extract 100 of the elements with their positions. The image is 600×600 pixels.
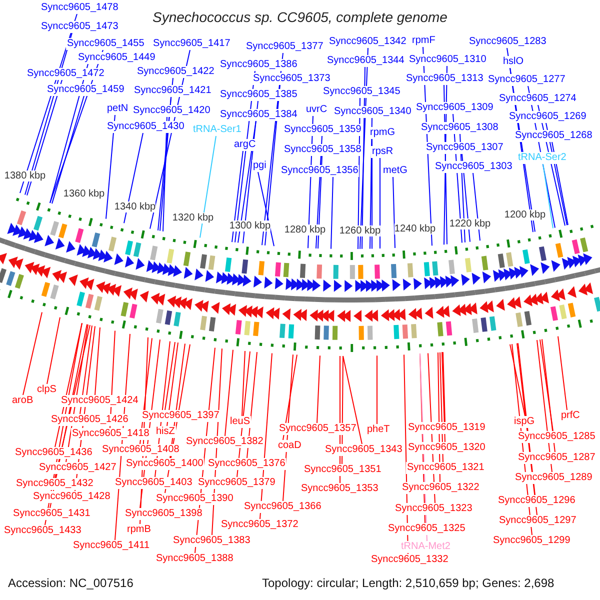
gene-label: clpS — [36, 384, 58, 396]
gene-label: leuS — [229, 416, 252, 428]
gene-label: coaD — [277, 440, 302, 452]
gene-label: tRNA-Ser1 — [192, 124, 242, 136]
gene-label: Syncc9605_1353 — [300, 483, 380, 495]
gene-label: Syncc9605_1455 — [66, 38, 146, 50]
gene-label: Syncc9605_1320 — [407, 442, 486, 454]
gene-label: Syncc9605_1428 — [32, 491, 112, 503]
leader-line — [238, 120, 256, 244]
gene-label: Syncc9605_1283 — [468, 36, 548, 48]
leader-line — [558, 336, 568, 410]
title: Synechococcus sp. CC9605, complete genome — [152, 9, 448, 25]
gene-label: Syncc9605_1323 — [394, 503, 474, 515]
gene-label: hslO — [502, 56, 525, 68]
gene-label: Syncc9605_1433 — [3, 525, 82, 537]
leader-line — [232, 150, 244, 243]
gene-label: Syncc9605_1303 — [434, 161, 514, 173]
gene-label: rpmF — [411, 35, 436, 47]
gene-label: Syncc9605_1343 — [324, 444, 404, 456]
scale-label: 1300 kbp — [229, 220, 271, 232]
gene-label: Syncc9605_1274 — [498, 93, 578, 105]
gene-label: rpsR — [371, 146, 394, 158]
gene-label: Syncc9605_1359 — [283, 124, 362, 136]
gene-label: Syncc9605_1430 — [106, 121, 186, 133]
leader-line — [166, 342, 178, 426]
gene-label: petN — [106, 103, 130, 115]
scale-label: 1260 kbp — [339, 225, 381, 236]
gene-label: Syncc9605_1411 — [72, 540, 151, 552]
gene-label: Syncc9605_1269 — [508, 111, 588, 123]
leader-line — [542, 164, 554, 229]
gene-label: Syncc9605_1418 — [71, 428, 150, 440]
leader-line — [540, 339, 554, 432]
leader-line — [124, 132, 144, 224]
leader-line — [80, 325, 92, 414]
gene-label: Syncc9605_1285 — [517, 431, 596, 443]
scale-label: 1340 kbp — [114, 202, 156, 213]
gene-label: Syncc9605_1431 — [12, 508, 92, 520]
leader-line — [224, 349, 234, 436]
scale-label: 1200 kbp — [504, 210, 546, 221]
leader-line — [22, 312, 42, 396]
leader-line — [442, 352, 446, 442]
leader-line — [246, 352, 258, 458]
gene-label: Syncc9605_1403 — [114, 477, 194, 489]
gene-label: Syncc9605_1325 — [387, 523, 466, 535]
scale-label: 1280 kbp — [284, 224, 326, 236]
gene-label: Syncc9605_1385 — [219, 89, 298, 101]
gene-label: Syncc9605_1473 — [40, 21, 120, 33]
gene-label: Syncc9605_1319 — [407, 422, 486, 434]
gene-label: Syncc9605_1373 — [252, 73, 332, 85]
gene-label: Syncc9605_1459 — [46, 84, 126, 96]
leader-line — [376, 355, 378, 424]
gene-label: Syncc9605_1297 — [498, 515, 578, 527]
gene-label: hisZ — [155, 426, 176, 438]
leader-line — [542, 338, 556, 452]
gene-label: Syncc9605_1321 — [406, 462, 486, 474]
gene-label: ispG — [513, 416, 536, 428]
gene-label: Syncc9605_1397 — [141, 410, 220, 422]
gene-label: Syncc9605_1372 — [220, 519, 300, 531]
gene-label: Syncc9605_1366 — [243, 501, 322, 513]
leader-line — [330, 176, 334, 250]
gene-label: Syncc9605_1313 — [405, 73, 484, 85]
leader-line — [94, 326, 100, 396]
gene-label: Syncc9605_1379 — [197, 477, 276, 489]
gene-label: Syncc9605_1386 — [219, 59, 298, 71]
gene-label: Syncc9605_1351 — [303, 464, 382, 476]
gene-label: Syncc9605_1408 — [101, 444, 180, 456]
gene-label: Syncc9605_1345 — [322, 86, 402, 98]
leader-line — [510, 344, 526, 416]
gene-label: Syncc9605_1417 — [152, 38, 232, 50]
gene-label: pgi — [252, 160, 268, 172]
gene-label: tRNA-Met2 — [400, 541, 452, 553]
gene-label: Syncc9605_1400 — [125, 458, 204, 470]
gene-label: Syncc9605_1398 — [124, 508, 204, 520]
leader-line — [392, 176, 396, 248]
gene-label: Syncc9605_1384 — [219, 109, 298, 121]
gene-label: Syncc9605_1342 — [328, 36, 408, 48]
gene-label: Syncc9605_1478 — [40, 2, 120, 14]
gene-label: Syncc9605_1449 — [77, 52, 156, 64]
gene-label: Syncc9605_1344 — [326, 55, 406, 67]
leader-line — [282, 354, 298, 440]
gene-label: Syncc9605_1356 — [280, 165, 360, 177]
gene-label: tRNA-Ser2 — [517, 152, 568, 164]
gene-label: Syncc9605_1268 — [514, 130, 594, 142]
gene-label: Syncc9605_1332 — [370, 554, 450, 566]
gene-label: Syncc9605_1308 — [420, 122, 500, 134]
gene-label: Syncc9605_1277 — [487, 74, 566, 86]
scale-label: 1360 kbp — [63, 188, 105, 200]
leader-line — [46, 316, 60, 384]
leader-line — [106, 114, 116, 220]
gene-label: Syncc9605_1307 — [425, 142, 504, 154]
gene-label: Syncc9605_1296 — [497, 495, 576, 507]
gene-label: Syncc9605_1422 — [136, 66, 216, 78]
gene-label: rpmG — [369, 127, 396, 139]
gene-label: Syncc9605_1427 — [38, 462, 118, 474]
gene-label: Syncc9605_1424 — [60, 395, 140, 407]
gene-label: Syncc9605_1299 — [492, 535, 572, 547]
gene-label: Syncc9605_1436 — [14, 447, 94, 459]
gene-label: Syncc9605_1357 — [278, 423, 358, 435]
gene-label: rpmB — [126, 524, 152, 536]
gene-label: Syncc9605_1287 — [517, 452, 596, 464]
